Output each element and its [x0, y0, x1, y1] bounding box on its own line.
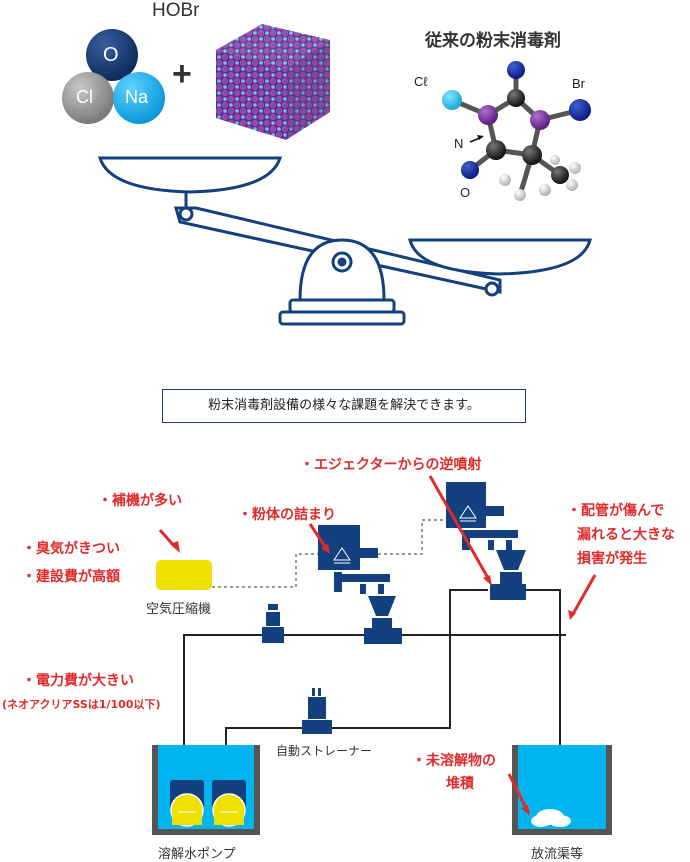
pump-label: 溶解水ポンプ	[158, 847, 236, 862]
issue-funtai: ・粉体の詰まり	[238, 507, 336, 523]
atom-na-icon	[113, 72, 165, 124]
outlet-label: 放流渠等	[531, 847, 584, 862]
issue-ejector: ・エジェクターからの逆噴射	[300, 457, 482, 473]
issue-hoki: ・補機が多い	[98, 493, 182, 509]
strainer-label: 自動ストレーナー	[276, 744, 373, 758]
issue-miyoukai-2: 堆積	[446, 776, 474, 792]
molecule-label-cl: Cℓ	[414, 74, 428, 89]
issue-arrowhead	[170, 541, 576, 816]
issue-haikan-2: 漏れると大きな	[577, 527, 675, 543]
atom-cl-label: Cl	[76, 87, 93, 107]
plus-sign: +	[172, 55, 192, 93]
issue-shuuki: ・臭気がきつい	[22, 541, 120, 557]
balance-scale-icon	[97, 156, 592, 326]
issue-arrow	[93, 475, 597, 809]
issue-neoaqua: (ネオアクリアSSは1/100以下)	[2, 698, 161, 711]
pump-icon	[212, 780, 246, 827]
issue-haikan-3: 損害が発生	[577, 551, 647, 567]
air-line	[212, 519, 448, 588]
molecule-icon	[442, 61, 591, 201]
powder-feeder-2	[446, 482, 526, 600]
molecule-label-br: Br	[572, 76, 585, 91]
issue-haikan-1: ・配管が傷んで	[567, 503, 665, 519]
powder-feeder-1	[318, 525, 402, 644]
atom-o-label: O	[103, 44, 119, 66]
valve-icon	[262, 604, 284, 643]
air-compressor	[156, 560, 212, 590]
formula-title: HOBr	[152, 0, 200, 21]
issue-denryoku: ・電力費が大きい	[22, 673, 134, 689]
pump-icon	[170, 780, 204, 827]
conventional-title: 従来の粉末消毒剤	[425, 31, 561, 51]
discharge-channel	[512, 745, 612, 835]
atom-na-label: Na	[125, 87, 149, 107]
pipe	[183, 589, 566, 780]
solution-banner: 粉末消毒剤設備の様々な課題を解決できます。	[162, 389, 526, 423]
molecule-label-n: N	[454, 136, 464, 151]
issue-miyoukai-1: ・未溶解物の	[412, 753, 496, 769]
crystal-cube-icon	[216, 24, 330, 140]
issue-kensetsu: ・建設費が高額	[22, 569, 120, 585]
compressor-label: 空気圧縮機	[146, 602, 212, 617]
molecule-label-o: O	[460, 185, 471, 200]
automatic-strainer	[302, 688, 332, 734]
atom-o-icon	[86, 29, 138, 81]
atom-cl-icon	[62, 72, 114, 124]
